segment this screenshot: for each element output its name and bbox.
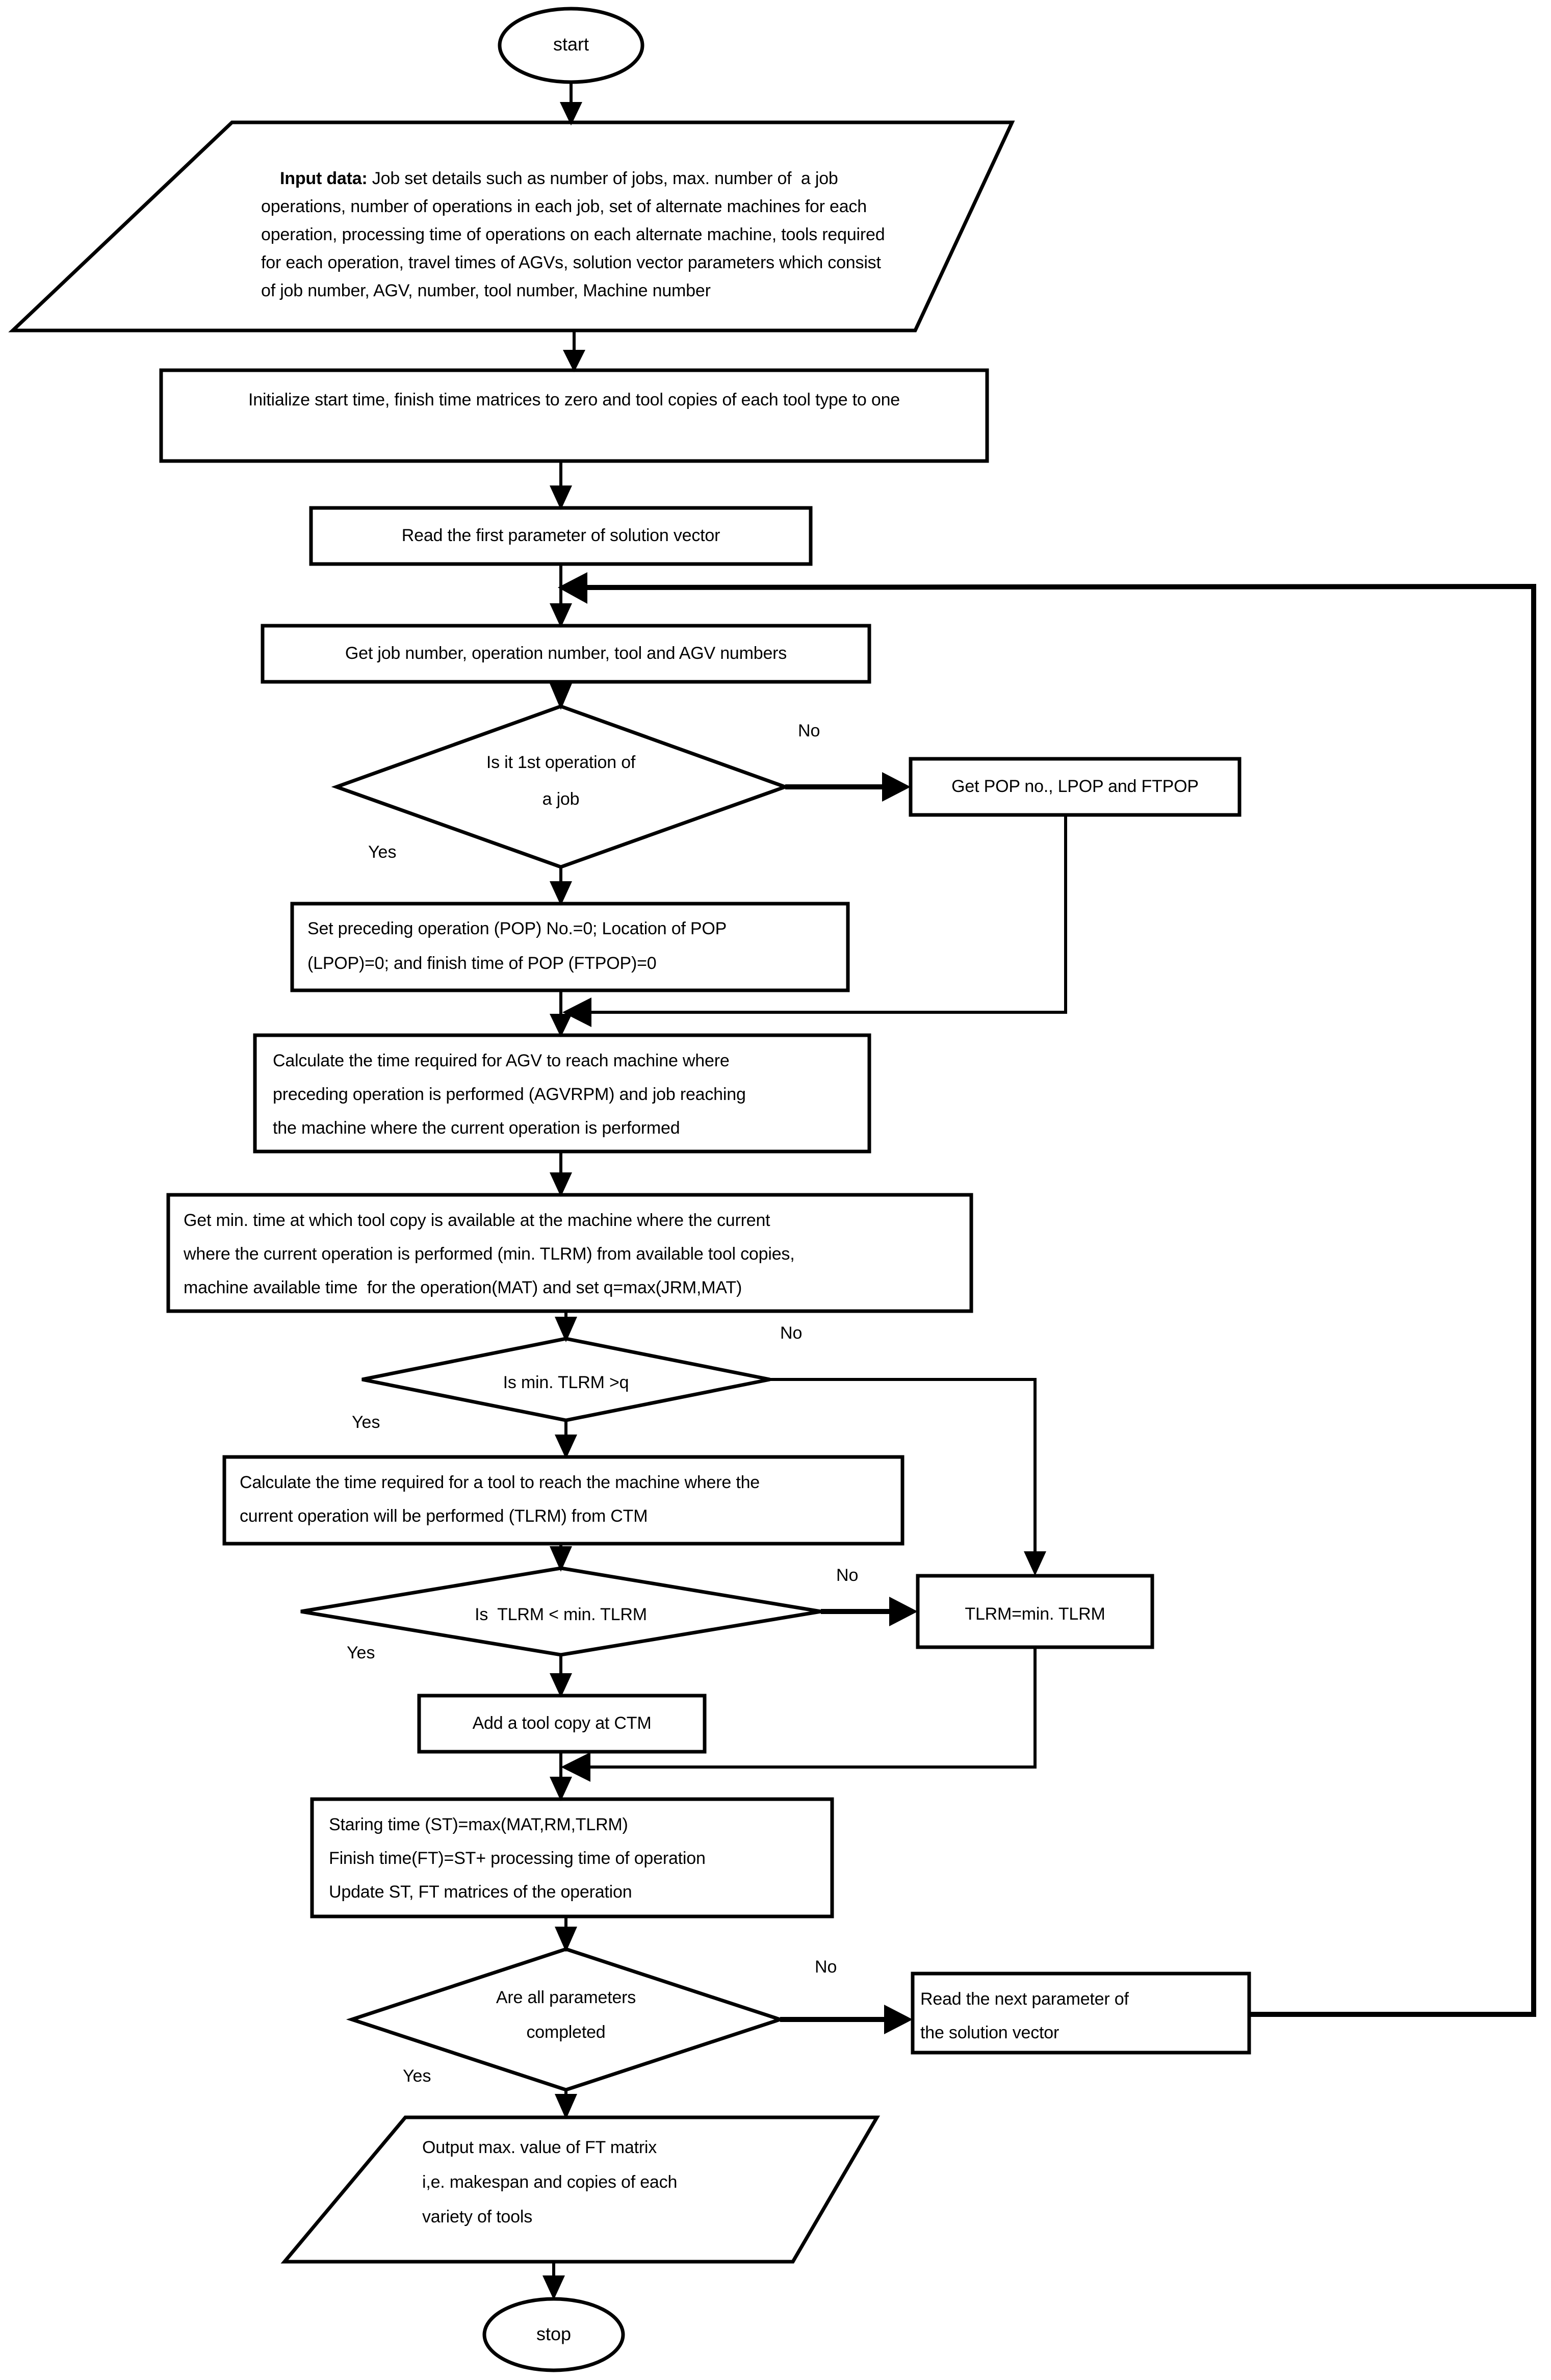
add-tool-copy-text: Add a tool copy at CTM xyxy=(472,1713,652,1733)
connector-get-pop-to-merge xyxy=(576,815,1067,1014)
all-params-done-no-label: No xyxy=(815,1957,837,1977)
arrowhead-decision1-yes-to-set-pop xyxy=(550,881,572,906)
all-params-done-text-line1: Are all parameters xyxy=(496,1988,636,2007)
connector-decision2-no-bypass xyxy=(770,1378,1037,1564)
arrowhead-initialize-to-read-first xyxy=(550,485,572,510)
read-next-text-line1: Read the next parameter of xyxy=(920,1989,1129,2009)
input-data-parallelogram-shape xyxy=(8,120,1015,332)
arrowhead-decision4-no-to-read-next xyxy=(884,2005,913,2034)
tlrm-assign-box xyxy=(916,1574,1154,1649)
start-terminator-label: start xyxy=(553,34,589,55)
get-min-time-text-line3: machine available time for the operation… xyxy=(184,1278,742,1297)
get-pop-text: Get POP no., LPOP and FTPOP xyxy=(951,777,1199,796)
is-min-tlrm-gt-q-text: Is min. TLRM >q xyxy=(503,1373,629,1392)
arrowhead-calc-tool-to-decision3 xyxy=(550,1546,572,1572)
add-tool-copy-box-shape xyxy=(417,1694,707,1754)
arrowhead-feedback-merge-top xyxy=(558,572,587,604)
arrowhead-calc-agv-to-get-min-time xyxy=(550,1172,572,1197)
all-params-done-yes-label: Yes xyxy=(403,2066,431,2086)
input-data-text: Input data: Job set details such as numb… xyxy=(261,137,888,334)
input-data-body: Job set details such as number of jobs, … xyxy=(261,169,890,301)
stop-terminator-label: stop xyxy=(536,2323,572,2344)
calc-agv-text-line1: Calculate the time required for AGV to r… xyxy=(273,1051,730,1070)
get-job-box-shape xyxy=(261,624,871,684)
calc-tool-time-box-shape xyxy=(222,1455,904,1546)
tlrm-assign-text: TLRM=min. TLRM xyxy=(965,1604,1105,1624)
is-min-tlrm-gt-q-no-label: No xyxy=(780,1323,803,1343)
output-data-text-line3: variety of tools xyxy=(422,2207,533,2227)
start-finish-time-text-line1: Staring time (ST)=max(MAT,RM,TLRM) xyxy=(329,1815,628,1834)
arrowhead-decision3-yes-to-add-tool xyxy=(550,1673,572,1698)
set-pop-box-shape xyxy=(290,902,850,992)
arrowhead-tlrm-merge xyxy=(561,1752,590,1782)
is-first-op-text-line2: a job xyxy=(542,789,580,809)
output-data-parallelogram-shape xyxy=(280,2115,881,2264)
set-pop-text-line1: Set preceding operation (POP) No.=0; Loc… xyxy=(307,919,727,938)
output-data-text-line2: i,e. makespan and copies of each xyxy=(422,2172,678,2192)
connector-tlrm-to-merge xyxy=(575,1647,1037,1769)
input-data-lead: Input data: xyxy=(280,169,368,189)
is-min-tlrm-gt-q-yes-label: Yes xyxy=(352,1413,380,1432)
arrowhead-input-to-initialize xyxy=(563,350,585,372)
get-min-time-box-shape xyxy=(166,1193,973,1313)
arrowhead-decision2-no-down xyxy=(1024,1551,1046,1576)
get-job-text: Get job number, operation number, tool a… xyxy=(345,644,787,663)
read-next-text-line2: the solution vector xyxy=(920,2023,1059,2042)
calc-agv-text-line3: the machine where the current operation … xyxy=(273,1118,680,1138)
arrowhead-decision4-yes-to-output xyxy=(555,2094,577,2119)
arrowhead-get-job-to-decision1 xyxy=(550,683,572,710)
get-min-time-text-line1: Get min. time at which tool copy is avai… xyxy=(184,1211,770,1230)
arrowhead-get-min-time-to-decision2 xyxy=(555,1317,577,1342)
calc-tool-time-text-line1: Calculate the time required for a tool t… xyxy=(240,1473,760,1492)
is-tlrm-lt-min-no-label: No xyxy=(836,1566,859,1585)
arrowhead-decision1-no-to-get-pop xyxy=(882,772,911,802)
calc-agv-text-line2: preceding operation is performed (AGVRPM… xyxy=(273,1085,746,1104)
initialize-text: Initialize start time, finish time matri… xyxy=(248,390,900,410)
arrowhead-merge-to-start-finish xyxy=(550,1777,572,1801)
start-finish-time-text-line2: Finish time(FT)=ST+ processing time of o… xyxy=(329,1849,706,1868)
calc-agv-box-shape xyxy=(253,1033,871,1154)
is-first-op-text-line1: Is it 1st operation of xyxy=(486,753,636,772)
read-next-box-shape xyxy=(911,1972,1251,2055)
arrowhead-read-first-to-get-job xyxy=(550,603,572,628)
arrowhead-start-finish-to-decision4 xyxy=(555,1927,577,1952)
arrowhead-decision2-yes-to-calc-tool xyxy=(555,1435,577,1459)
arrowhead-set-pop-to-calc-agv xyxy=(550,1014,572,1037)
output-data-text-line1: Output max. value of FT matrix xyxy=(422,2138,657,2157)
set-pop-text-line2: (LPOP)=0; and finish time of POP (FTPOP)… xyxy=(307,954,657,973)
is-tlrm-lt-min-text: Is TLRM < min. TLRM xyxy=(475,1605,647,1624)
get-pop-box-shape xyxy=(909,757,1242,817)
arrowhead-start-to-input xyxy=(560,102,582,125)
is-first-op-no-label: No xyxy=(798,721,820,740)
is-tlrm-lt-min-yes-label: Yes xyxy=(347,1643,375,1662)
start-finish-time-box-shape xyxy=(310,1797,834,1918)
arrowhead-output-to-stop xyxy=(542,2275,565,2300)
read-first-text: Read the first parameter of solution vec… xyxy=(401,526,720,545)
get-min-time-text-line2: where the current operation is performed… xyxy=(184,1244,795,1264)
calc-tool-time-text-line2: current operation will be performed (TLR… xyxy=(240,1506,648,1526)
all-params-done-text-line2: completed xyxy=(526,2023,606,2042)
arrowhead-get-pop-merge xyxy=(562,997,591,1027)
start-finish-time-text-line3: Update ST, FT matrices of the operation xyxy=(329,1882,632,1902)
connector-feedback-loop xyxy=(581,583,1536,2017)
initialize-box-shape xyxy=(159,368,989,463)
arrowhead-decision3-no-to-tlrm xyxy=(889,1597,918,1626)
is-first-op-yes-label: Yes xyxy=(368,842,397,862)
